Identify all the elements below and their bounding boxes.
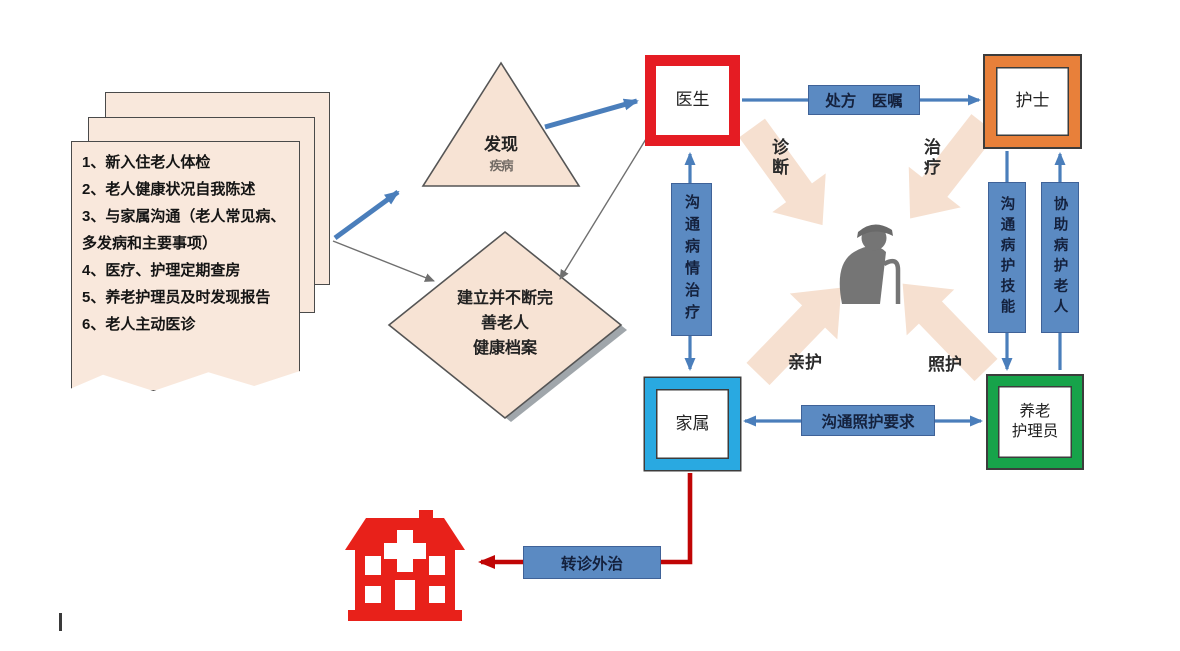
communicate-nursing-skills-label: 沟通病护技能 <box>988 182 1026 333</box>
care-converge-arrows <box>739 114 998 386</box>
big-arrow-diagnosis <box>739 118 826 226</box>
big-arrow-care <box>902 283 998 382</box>
checklist-line: 6、老人主动医诊 <box>82 316 196 333</box>
node-doctor: 医生 <box>645 55 740 146</box>
big-arrow-family-care <box>746 287 842 386</box>
treatment-label: 治疗 <box>921 138 940 178</box>
node-caregiver: 养老 护理员 <box>988 376 1082 468</box>
family-care-label: 亲护 <box>788 353 822 372</box>
checklist-line: 4、医疗、护理定期查房 <box>82 262 241 279</box>
care-label: 照护 <box>928 355 962 374</box>
communicate-care-requirements-label: 沟通照护要求 <box>801 405 935 436</box>
checklist-page-front: 1、新入住老人体检 2、老人健康状况自我陈述 3、与家属沟通（老人常见病、 多发… <box>71 141 300 391</box>
big-arrow-treatment <box>908 114 997 219</box>
triangle-label: 发现 <box>484 135 518 154</box>
communicate-illness-treatment-label: 沟通病情治疗 <box>671 183 712 336</box>
triangle-discover-label-block: 发现 疾病 <box>461 130 541 174</box>
diagnosis-label: 诊断 <box>769 138 788 178</box>
referral-external-treatment-label: 转诊外治 <box>523 546 661 579</box>
checklist-line: 2、老人健康状况自我陈述 <box>82 181 256 198</box>
arrow-doctor-to-diamond <box>559 138 647 280</box>
nurse-label: 护士 <box>1015 91 1050 111</box>
diamond-label-line: 建立并不断完 <box>456 290 553 307</box>
assist-nursing-elderly-label: 协助病护老人 <box>1041 182 1079 333</box>
stray-mark <box>59 613 62 631</box>
diamond-label-line: 健康档案 <box>472 339 537 357</box>
checklist-line: 多发病和主要事项） <box>82 235 218 252</box>
caregiver-label-line: 养老 <box>1019 402 1051 420</box>
caregiver-label-line: 护理员 <box>1011 423 1059 440</box>
checklist-line: 3、与家属沟通（老人常见病、 <box>82 208 286 225</box>
checklist-line: 1、新入住老人体检 <box>82 154 211 171</box>
diamond-health-records-label-block: 建立并不断完 善老人 健康档案 <box>415 287 595 361</box>
doctor-label: 医生 <box>675 90 710 110</box>
arrow-triangle-to-doctor <box>544 98 639 130</box>
arrow-checklist-to-diamond <box>332 240 435 282</box>
arrow-checklist-to-triangle <box>333 189 400 241</box>
node-family: 家属 <box>645 378 740 470</box>
elderly-person-icon <box>839 224 901 304</box>
hospital-building-icon <box>345 510 465 621</box>
prescription-orders-label: 处方 医嘱 <box>808 85 920 115</box>
triangle-discover-shape <box>421 61 581 187</box>
family-label: 家属 <box>675 413 710 433</box>
triangle-sublabel: 疾病 <box>489 159 513 173</box>
diamond-label-line: 善老人 <box>480 314 529 332</box>
node-nurse: 护士 <box>985 56 1080 147</box>
caregiver-label: 养老 护理员 <box>1012 402 1059 442</box>
checklist-line: 5、养老护理员及时发现报告 <box>82 289 271 306</box>
